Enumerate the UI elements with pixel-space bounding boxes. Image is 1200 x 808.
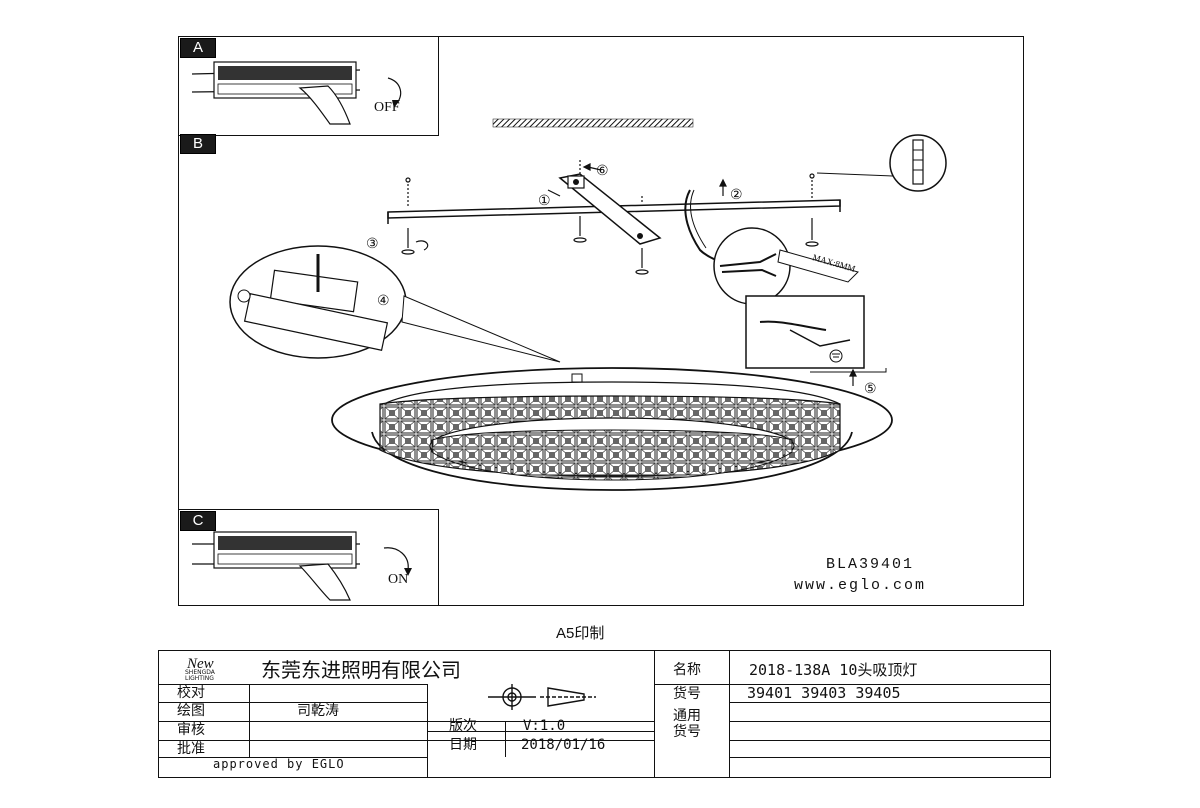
step-arrows bbox=[415, 163, 857, 386]
anchor-detail bbox=[816, 134, 947, 192]
website: www.eglo.com bbox=[794, 577, 927, 594]
item-value: 39401 39403 39405 bbox=[747, 684, 901, 702]
row-draw-label: 绘图 bbox=[177, 703, 205, 719]
callout-6: ⑥ bbox=[596, 164, 609, 179]
panel-b-tag: B bbox=[180, 134, 216, 154]
panel-c bbox=[178, 509, 439, 606]
company-name: 东莞东进照明有限公司 bbox=[261, 658, 461, 682]
lamp-body bbox=[331, 367, 893, 491]
panel-c-tag: C bbox=[180, 511, 216, 531]
row-review-label: 审核 bbox=[177, 722, 205, 738]
callout-2: ② bbox=[730, 188, 743, 203]
item-label: 货号 bbox=[673, 686, 701, 702]
callout-5: ⑤ bbox=[864, 382, 877, 397]
name-label: 名称 bbox=[673, 662, 701, 678]
drawer-name: 司乾涛 bbox=[297, 703, 339, 719]
row-approve-label: 批准 bbox=[177, 741, 205, 757]
connection-detail bbox=[229, 245, 561, 363]
approved-by: approved by EGLO bbox=[213, 757, 345, 771]
callout-1: ① bbox=[538, 194, 551, 209]
panel-a-tag: A bbox=[180, 38, 216, 58]
panel-a bbox=[178, 36, 439, 136]
print-note: A5印制 bbox=[556, 625, 605, 642]
date-label: 日期 bbox=[449, 737, 477, 753]
terminal-detail bbox=[745, 295, 887, 373]
name-value: 2018-138A 10头吸顶灯 bbox=[749, 661, 918, 679]
title-block: New SHENGDA LIGHTING 东莞东进照明有限公司 校对 绘图 司乾… bbox=[158, 650, 1051, 778]
callout-4: ④ bbox=[377, 294, 390, 309]
general-label-2: 货号 bbox=[673, 724, 701, 740]
mounting-bracket bbox=[387, 173, 841, 245]
logo-sub-lighting: LIGHTING bbox=[185, 675, 214, 682]
company-logo: New bbox=[187, 656, 214, 672]
callout-3: ③ bbox=[366, 237, 379, 252]
drawing-frame bbox=[178, 36, 1024, 606]
general-label-1: 通用 bbox=[673, 708, 701, 724]
row-check-label: 校对 bbox=[177, 685, 205, 701]
wire-strip-detail bbox=[713, 227, 859, 305]
projection-symbol bbox=[488, 684, 596, 710]
product-code: BLA39401 bbox=[826, 556, 915, 573]
ceiling-hatch bbox=[492, 118, 694, 128]
version-value: V:1.0 bbox=[523, 718, 566, 734]
off-label: OFF bbox=[374, 100, 400, 115]
screws bbox=[401, 160, 819, 275]
version-label: 版次 bbox=[449, 718, 477, 734]
on-label: ON bbox=[388, 572, 409, 587]
logo-sub-shengda: SHENGDA bbox=[185, 669, 215, 676]
date-value: 2018/01/16 bbox=[521, 737, 606, 753]
